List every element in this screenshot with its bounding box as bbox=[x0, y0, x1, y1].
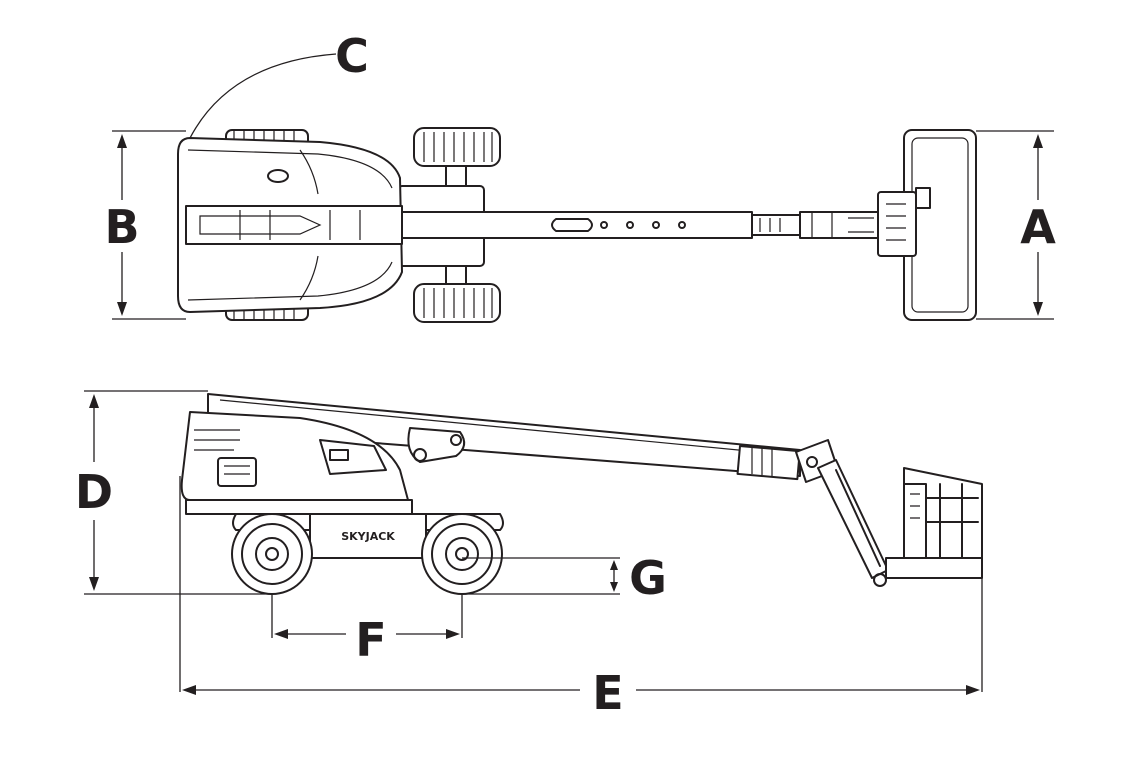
dimension-label-c: C bbox=[335, 29, 369, 83]
dimension-label-a: A bbox=[1020, 200, 1056, 254]
dimension-label-g: G bbox=[629, 551, 667, 605]
top-boom-base bbox=[185, 205, 403, 245]
side-front-wheel bbox=[421, 513, 503, 595]
top-view bbox=[177, 127, 977, 323]
dimension-label-d: D bbox=[75, 465, 113, 519]
top-front-wheel-lower bbox=[413, 263, 501, 323]
top-front-wheel-upper bbox=[413, 127, 501, 187]
dimension-c-leader bbox=[189, 53, 337, 139]
top-jib bbox=[799, 211, 879, 239]
top-main-boom bbox=[401, 211, 753, 239]
side-boom-bracket bbox=[407, 427, 466, 463]
top-platform bbox=[877, 129, 977, 321]
brand-logo: SKYJACK bbox=[341, 530, 395, 543]
side-rear-wheel bbox=[231, 513, 313, 595]
side-control-panel bbox=[217, 457, 257, 487]
side-platform bbox=[885, 467, 983, 579]
dimension-label-b: B bbox=[104, 200, 139, 254]
side-turret-base bbox=[185, 499, 413, 515]
side-chassis-center bbox=[309, 513, 427, 559]
dimension-label-f: F bbox=[355, 613, 386, 667]
dimension-label-e: E bbox=[592, 666, 623, 720]
side-view: SKYJACK bbox=[180, 393, 983, 595]
top-fly-boom bbox=[751, 214, 801, 236]
dimension-lines bbox=[84, 53, 1054, 695]
top-turret-emblem bbox=[267, 169, 289, 183]
top-control-box bbox=[915, 187, 931, 209]
